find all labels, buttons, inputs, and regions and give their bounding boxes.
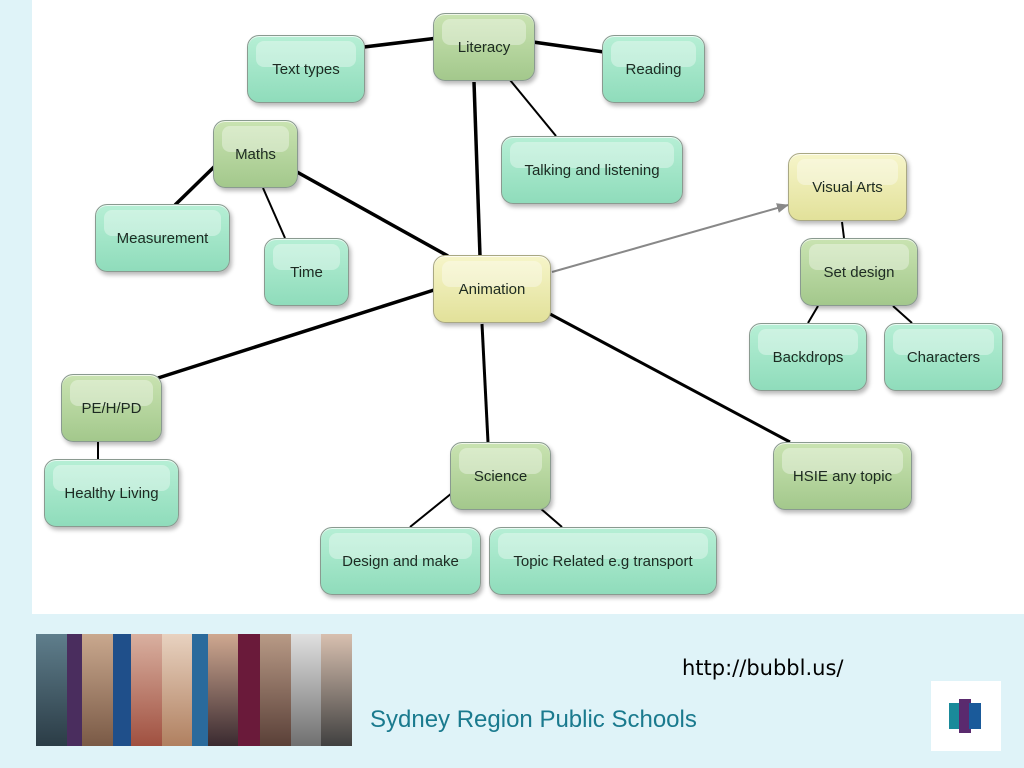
edge-literacy-animation [472, 81, 482, 257]
node-healthy-living[interactable]: Healthy Living [44, 459, 179, 527]
node-label: Text types [272, 60, 340, 78]
node-label: Healthy Living [64, 484, 159, 502]
edge-visualarts-setdesign [841, 221, 845, 239]
node-label: PE/H/PD [81, 399, 142, 417]
node-label: HSIE any topic [792, 467, 893, 485]
node-label: Time [290, 263, 323, 281]
node-label: Set design [823, 263, 895, 281]
students-photo-strip [36, 634, 352, 746]
organization-logo [931, 681, 1001, 751]
node-label: Reading [625, 60, 682, 78]
edge-science-topic [539, 507, 563, 528]
edge-science-design [409, 492, 453, 528]
node-hsie[interactable]: HSIE any topic [773, 442, 912, 510]
organization-name: Sydney Region Public Schools [370, 706, 697, 733]
logo-mark-icon [949, 699, 981, 733]
node-label: Backdrops [772, 348, 844, 366]
edge-literacy-talking [509, 79, 557, 137]
edge-literacy-text-types [363, 36, 439, 49]
node-visual-arts[interactable]: Visual Arts [788, 153, 907, 221]
node-design-and-make[interactable]: Design and make [320, 527, 481, 595]
edge-literacy-reading [532, 40, 605, 54]
node-label: Science [473, 467, 528, 485]
edge-maths-animation [296, 170, 449, 258]
node-talking-and-listening[interactable]: Talking and listening [501, 136, 683, 204]
node-characters[interactable]: Characters [884, 323, 1003, 391]
connector-lines [97, 36, 913, 528]
edge-maths-measurement [173, 164, 217, 207]
node-label: Design and make [342, 552, 459, 570]
node-measurement[interactable]: Measurement [95, 204, 230, 272]
node-label: Visual Arts [812, 178, 883, 196]
node-literacy[interactable]: Literacy [433, 13, 535, 81]
edge-setdesign-backdrops [807, 305, 819, 324]
edge-animation-pehpd [157, 288, 435, 380]
edge-setdesign-characters [892, 305, 913, 324]
edge-animation-science [480, 323, 490, 443]
node-label: Animation [458, 280, 526, 298]
edge-animation-hsie [549, 312, 791, 444]
node-maths[interactable]: Maths [213, 120, 298, 188]
arrow-animation-visual-arts [551, 203, 789, 273]
node-label: Characters [906, 348, 981, 366]
node-set-design[interactable]: Set design [800, 238, 918, 306]
node-label: Literacy [457, 38, 511, 56]
source-url[interactable]: http://bubbl.us/ [682, 656, 844, 680]
node-label: Measurement [116, 229, 209, 247]
node-animation[interactable]: Animation [433, 255, 551, 323]
edge-maths-time [262, 187, 286, 239]
node-label: Topic Related e.g transport [513, 552, 693, 570]
node-reading[interactable]: Reading [602, 35, 705, 103]
node-topic-related[interactable]: Topic Related e.g transport [489, 527, 717, 595]
node-pe-h-pd[interactable]: PE/H/PD [61, 374, 162, 442]
node-science[interactable]: Science [450, 442, 551, 510]
node-text-types[interactable]: Text types [247, 35, 365, 103]
node-backdrops[interactable]: Backdrops [749, 323, 867, 391]
node-label: Maths [235, 145, 276, 163]
node-time[interactable]: Time [264, 238, 349, 306]
node-label: Talking and listening [524, 161, 660, 179]
